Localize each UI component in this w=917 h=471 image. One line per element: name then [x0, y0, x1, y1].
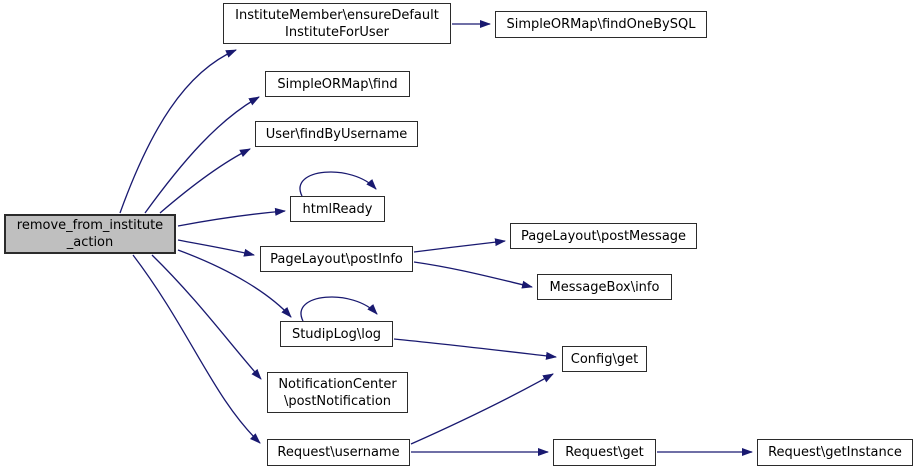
graph-node-html_ready[interactable]: htmlReady — [290, 196, 385, 222]
edge-remove_from_institute_action-to-html_ready — [177, 207, 286, 227]
edge-page_layout_post_info-to-page_layout_post_message — [413, 238, 506, 253]
graph-node-page_layout_post_message[interactable]: PageLayout\postMessage — [510, 223, 697, 249]
graph-node-label: InstituteMember\ensureDefault — [235, 7, 439, 23]
edge-request_username-to-config_get — [410, 373, 554, 445]
edge-remove_from_institute_action-to-ensure_default_institute_for_user — [119, 49, 237, 214]
graph-node-label: SimpleORMap\find — [277, 76, 398, 92]
graph-node-label: User\findByUsername — [265, 126, 408, 142]
graph-node-remove_from_institute_action: remove_from_institute _action — [4, 214, 176, 254]
edge-html_ready-to-html_ready-self-loop — [299, 171, 377, 197]
graph-node-request_get_instance[interactable]: Request\getInstance — [757, 439, 913, 466]
graph-node-request_get[interactable]: Request\get — [553, 439, 656, 466]
graph-node-find_one_by_sql[interactable]: SimpleORMap\findOneBySQL — [495, 11, 707, 38]
graph-node-notification_center_post_notification[interactable]: NotificationCenter\postNotification — [267, 372, 408, 413]
graph-node-label: _action — [66, 235, 114, 250]
graph-node-label: StudipLog\log — [291, 326, 382, 342]
edge-page_layout_post_info-to-message_box_info — [413, 261, 533, 289]
graph-node-message_box_info[interactable]: MessageBox\info — [537, 274, 672, 300]
graph-node-label: PageLayout\postMessage — [520, 228, 687, 244]
graph-node-studip_log_log[interactable]: StudipLog\log — [280, 321, 393, 347]
graph-node-config_get[interactable]: Config\get — [562, 346, 647, 372]
graph-node-label: Config\get — [570, 351, 639, 367]
edge-studip_log_log-to-config_get — [393, 338, 557, 360]
graph-node-label: \postNotification — [283, 393, 392, 409]
graph-node-label: SimpleORMap\findOneBySQL — [506, 17, 696, 32]
graph-node-label: Request\getInstance — [768, 445, 902, 460]
edge-remove_from_institute_action-to-simple_ormap_find — [144, 96, 260, 214]
graph-node-label: remove_from_institute — [16, 218, 164, 233]
graph-node-page_layout_post_info[interactable]: PageLayout\postInfo — [260, 246, 413, 272]
graph-node-label: Request\get — [565, 445, 644, 460]
graph-node-label: PageLayout\postInfo — [270, 251, 403, 267]
edge-remove_from_institute_action-to-notification_center_post_notification — [151, 254, 262, 380]
graph-node-label: MessageBox\info — [549, 279, 660, 295]
edge-remove_from_institute_action-to-studip_log_log — [177, 249, 292, 318]
graph-node-label: NotificationCenter — [278, 376, 397, 392]
graph-node-find_by_username[interactable]: User\findByUsername — [255, 121, 418, 147]
graph-node-label: InstituteForUser — [285, 24, 389, 40]
edge-remove_from_institute_action-to-request_username — [132, 254, 261, 444]
graph-node-simple_ormap_find[interactable]: SimpleORMap\find — [265, 71, 410, 97]
edge-remove_from_institute_action-to-page_layout_post_info — [177, 239, 255, 257]
edge-remove_from_institute_action-to-find_by_username — [159, 148, 251, 214]
edge-studip_log_log-to-studip_log_log-self-loop — [300, 296, 378, 322]
graph-node-request_username[interactable]: Request\username — [267, 439, 410, 466]
graph-node-label: Request\username — [277, 445, 400, 460]
graph-node-label: htmlReady — [302, 201, 373, 217]
